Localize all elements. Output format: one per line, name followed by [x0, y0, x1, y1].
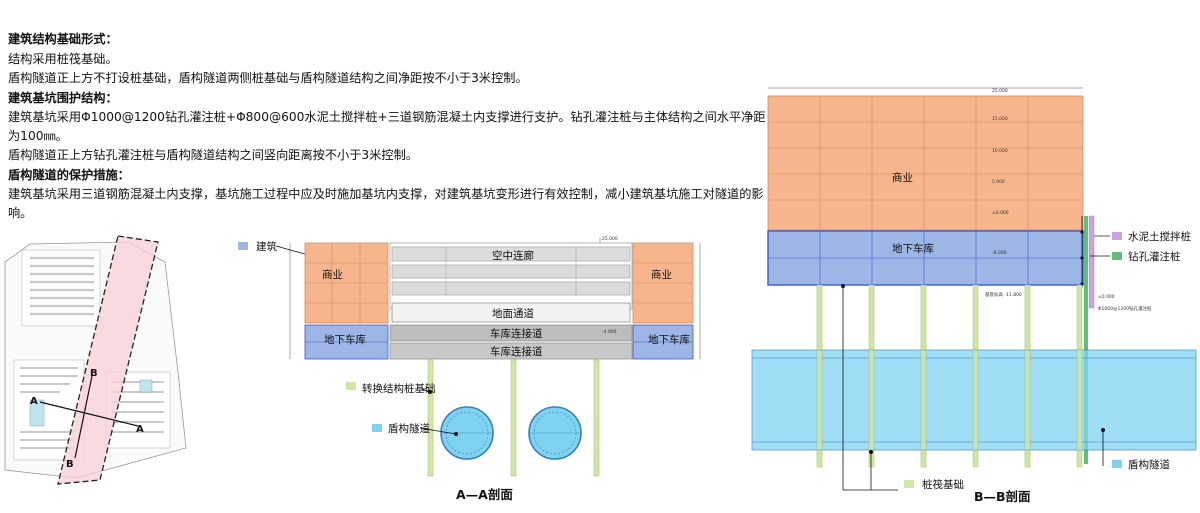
heading-foundation: 建筑结构基础形式： — [8, 32, 118, 46]
section-line-bb — [74, 375, 93, 459]
svg-text:25.000: 25.000 — [992, 88, 1008, 94]
svg-text:5.000: 5.000 — [992, 179, 1005, 185]
bb-commerce — [767, 95, 1084, 231]
description-text: 建筑结构基础形式： 结构采用桩筏基础。 盾构隧道正上方不打设桩基础，盾构隧道两侧… — [8, 30, 768, 223]
aa-garage-left-label: 地下车库 — [324, 333, 366, 346]
legend-bored-pile-swatch — [1112, 252, 1122, 260]
svg-text:-4.000: -4.000 — [602, 329, 617, 335]
section-aa: 建筑 商业 商业 空中连廊 地面通道 — [238, 236, 701, 502]
legend-bb-tunnel-label: 盾构隧道 — [1128, 458, 1170, 471]
heading-retaining: 建筑基坑围护结构： — [8, 90, 118, 105]
legend-mixing-pile-swatch — [1112, 232, 1122, 240]
aa-tunnels — [440, 406, 582, 460]
mark-a-left: A — [30, 396, 38, 407]
svg-text:±0.000: ±0.000 — [992, 210, 1009, 216]
aa-transfer-piles — [427, 359, 600, 477]
para-foundation-2: 盾构隧道正上方不打设桩基础，盾构隧道两侧桩基础与盾构隧道结构之间净距按不小于3米… — [8, 71, 528, 85]
mark-b-top: B — [90, 368, 98, 379]
aa-ground-passage — [391, 302, 631, 323]
aa-garage-link-1-label: 车库连接道 — [490, 327, 543, 340]
legend-bored-pile-label: 钻孔灌注桩 — [1128, 250, 1181, 263]
aa-commerce-right-label: 商业 — [651, 268, 672, 281]
legend-aa-tunnel-swatch — [372, 424, 382, 432]
legend-raft-swatch — [904, 480, 914, 488]
heading-protection: 盾构隧道的保护措施： — [8, 167, 130, 182]
mark-a-right: A — [136, 424, 144, 435]
aa-garage-link-1 — [389, 324, 633, 342]
svg-text:-6.000: -6.000 — [992, 250, 1007, 256]
section-line-aa — [39, 401, 139, 427]
legend-bb-tunnel-swatch — [1112, 460, 1122, 468]
legend-mixing-pile-label: 水泥土搅拌桩 — [1128, 230, 1191, 243]
legend-aa-tunnel-label: 盾构隧道 — [388, 422, 430, 435]
caption-bb: B—B剖面 — [974, 489, 1031, 504]
svg-text:±0.000: ±0.000 — [1098, 294, 1115, 300]
bb-mixing-pile — [1088, 215, 1095, 309]
section-bb: 商业 25.000 15.000 10.000 5.000 ±0.000 地下车… — [751, 87, 1197, 504]
bb-bored-pile — [1084, 216, 1088, 464]
legend-building-label: 建筑 — [256, 240, 277, 253]
para-foundation-1: 结构采用桩筏基础。 — [8, 51, 118, 66]
svg-text:25.000: 25.000 — [602, 236, 618, 242]
legend-raft-label: 桩筏基础 — [922, 478, 964, 491]
legend-transfer-swatch — [346, 382, 356, 390]
aa-ground-passage-label: 地面通道 — [492, 307, 534, 320]
aa-commerce-left-label: 商业 — [322, 268, 343, 281]
aa-garage-link-2 — [389, 342, 633, 360]
bb-commerce-label: 商业 — [892, 171, 913, 184]
para-retaining-1: 建筑基坑采用Φ1000@1200钻孔灌注桩+Φ800@600水泥土搅拌桩+三道钢… — [8, 110, 766, 143]
svg-text:Φ1000@1200钻孔灌注桩: Φ1000@1200钻孔灌注桩 — [1098, 305, 1152, 312]
mark-b-bottom: B — [66, 459, 74, 470]
aa-garage-link-2-label: 车库连接道 — [490, 345, 543, 358]
bb-garage-label: 地下车库 — [892, 242, 934, 255]
para-retaining-2: 盾构隧道正上方钻孔灌注桩与盾构隧道结构之间竖向距离按不小于3米控制。 — [8, 148, 418, 162]
svg-text:15.000: 15.000 — [992, 116, 1008, 122]
legend-transfer-label: 转换结构桩基础 — [362, 382, 436, 395]
aa-garage-right-label: 地下车库 — [648, 333, 690, 346]
caption-aa: A—A剖面 — [456, 487, 513, 502]
aa-sky-corridor-label: 空中连廊 — [492, 249, 534, 262]
svg-text:10.000: 10.000 — [992, 148, 1008, 154]
para-protection: 建筑基坑采用三道钢筋混凝土内支撑，基坑施工过程中应及时施加基坑内支撑，对建筑基坑… — [8, 187, 764, 220]
svg-text:基底标高 -11.800: 基底标高 -11.800 — [985, 291, 1022, 298]
legend-building-swatch — [238, 242, 248, 250]
site-plan: A A B B — [4, 235, 187, 485]
